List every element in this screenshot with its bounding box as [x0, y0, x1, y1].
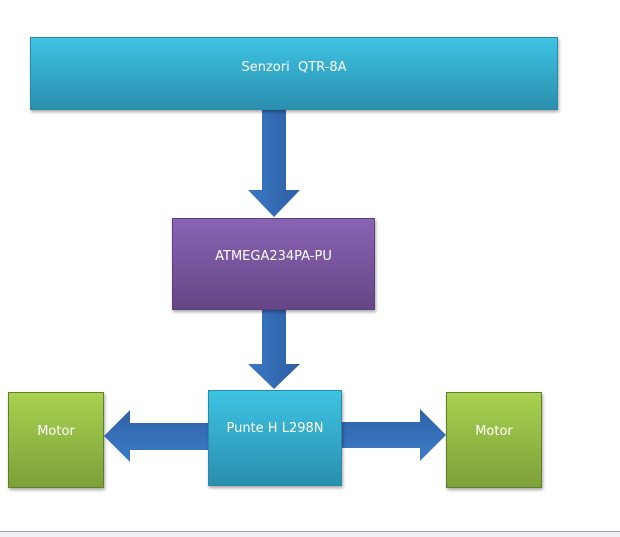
mcu-block: ATMEGA234PA-PU — [172, 218, 375, 310]
sensors-label: Senzori QTR-8A — [241, 60, 347, 75]
motor-right-block: Motor — [446, 392, 542, 488]
arrow-mcu-to-hbridge — [248, 310, 300, 389]
motor-left-block: Motor — [8, 392, 104, 488]
arrow-sensors-to-mcu — [248, 110, 300, 217]
motor-right-label: Motor — [475, 423, 513, 439]
window-bottom-edge — [0, 531, 620, 537]
hbridge-block: Punte H L298N — [208, 390, 342, 486]
motor-left-label: Motor — [37, 423, 75, 439]
arrow-hbridge-to-right-motor — [342, 409, 446, 461]
hbridge-label: Punte H L298N — [226, 420, 324, 436]
mcu-label: ATMEGA234PA-PU — [215, 248, 332, 264]
sensors-block: Senzori QTR-8A — [30, 37, 558, 110]
arrow-hbridge-to-left-motor — [104, 410, 208, 462]
